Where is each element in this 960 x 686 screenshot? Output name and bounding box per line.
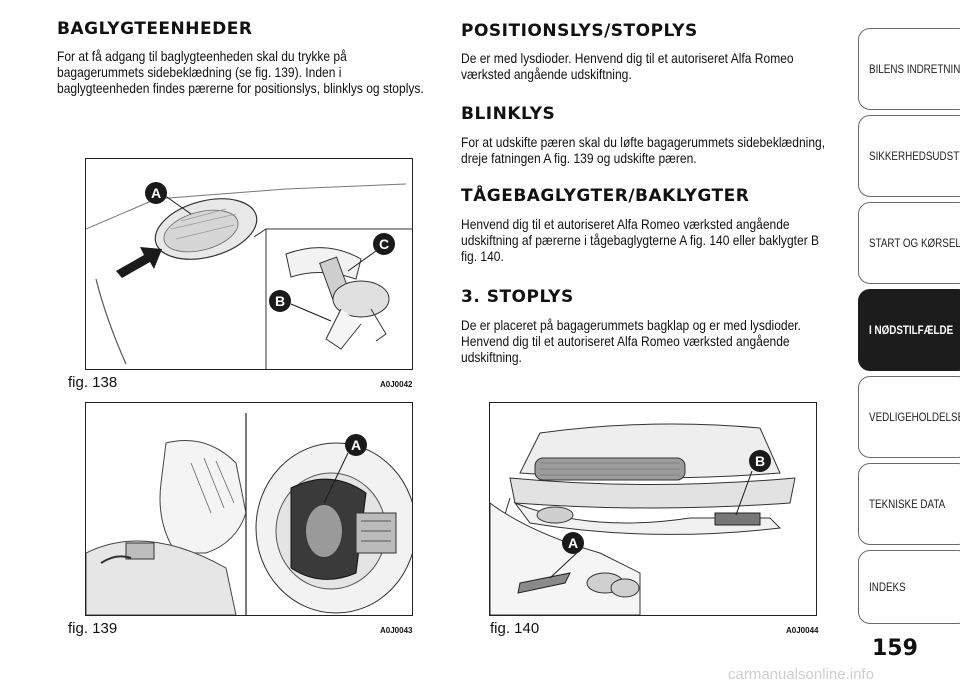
tab-i-noedstilfaelde[interactable]: I NØDSTILFÆLDE	[858, 289, 960, 371]
tab-label: BILENS INDRETNING	[869, 62, 960, 76]
paragraph-line: dreje fatningen A fig. 139 og udskifte p…	[461, 150, 697, 166]
heading-baglygteenheder: BAGLYGTEENHEDER	[57, 19, 253, 39]
paragraph-line: De er placeret på bagagerummets bagklap …	[461, 317, 801, 333]
heading-positionslys-stoplys: POSITIONSLYS/STOPLYS	[461, 21, 698, 41]
heading-taagebaglygter-baklygter: TÅGEBAGLYGTER/BAKLYGTER	[461, 186, 750, 206]
figure-140-code: A0J0044	[786, 626, 819, 635]
paragraph-line: De er med lysdioder. Henvend dig til et …	[461, 50, 794, 66]
figure-140-drawing: B A	[490, 423, 796, 615]
paragraph-line: udskiftning af pærerne i tågebaglygterne…	[461, 232, 820, 248]
tab-tekniske-data[interactable]: TEKNISKE DATA	[858, 463, 960, 545]
figure-140-caption: fig. 140	[490, 620, 540, 637]
svg-text:A: A	[151, 185, 161, 201]
paragraph-line: værksted angående udskiftning.	[461, 66, 632, 82]
figure-140-illustration: B A	[489, 402, 817, 616]
paragraph-line: fig. 140.	[461, 248, 504, 264]
tab-indeks[interactable]: INDEKS	[858, 550, 960, 624]
tab-label: TEKNISKE DATA	[869, 497, 946, 511]
tab-label: I NØDSTILFÆLDE	[869, 323, 954, 337]
paragraph-line: Henvend dig til et autoriseret Alfa Rome…	[461, 216, 790, 232]
tab-label: SIKKERHEDSUDSTYR	[869, 149, 960, 163]
paragraph-line: Henvend dig til et autoriseret Alfa Rome…	[461, 333, 790, 349]
tab-sikkerhedsudstyr[interactable]: SIKKERHEDSUDSTYR	[858, 115, 960, 197]
tab-bilens-indretning[interactable]: BILENS INDRETNING	[858, 28, 960, 110]
paragraph-line: bagagerummets sidebeklædning (se fig. 13…	[57, 64, 342, 80]
callout-b: B	[749, 450, 771, 472]
paragraph-line: For at få adgang til baglygteenheden ska…	[57, 48, 347, 64]
tab-vedligeholdelse[interactable]: VEDLIGEHOLDELSE	[858, 376, 960, 458]
svg-text:B: B	[275, 293, 285, 309]
heading-stoplys: 3. STOPLYS	[461, 287, 574, 307]
tab-label: INDEKS	[869, 580, 906, 594]
tab-label: START OG KØRSEL	[869, 236, 960, 250]
svg-text:C: C	[379, 236, 389, 252]
callout-b: B	[269, 290, 291, 312]
callout-a: A	[145, 182, 167, 204]
svg-text:B: B	[755, 453, 765, 469]
figure-138-drawing: A C B	[86, 182, 412, 369]
paragraph-line: udskiftning.	[461, 349, 522, 365]
heading-blinklys: BLINKLYS	[461, 104, 556, 124]
svg-text:A: A	[351, 437, 361, 453]
rear-bumper-drawing	[509, 423, 796, 535]
hand-drawing	[159, 440, 247, 554]
figure-139-illustration: A	[85, 402, 413, 616]
figure-138-code: A0J0042	[380, 380, 413, 389]
figure-139-drawing: A	[86, 413, 412, 615]
figure-139-code: A0J0043	[380, 626, 413, 635]
paragraph-line: baglygteenheden findes pærerne for posit…	[57, 80, 424, 96]
svg-text:A: A	[568, 535, 578, 551]
figure-139-caption: fig. 139	[68, 620, 118, 637]
callout-a: A	[562, 532, 584, 554]
page-number: 159	[872, 636, 918, 661]
watermark: carmanualsonline.info	[728, 666, 874, 683]
tab-start-og-koersel[interactable]: START OG KØRSEL	[858, 202, 960, 284]
bulb-socket-drawing	[255, 442, 412, 614]
paragraph-line: For at udskifte pæren skal du løfte baga…	[461, 134, 826, 150]
figure-138-illustration: A C B	[85, 158, 413, 370]
callout-c: C	[373, 233, 395, 255]
tail-lamp-lens	[154, 198, 258, 260]
bulb-holder-drawing	[285, 247, 390, 350]
figure-138-caption: fig. 138	[68, 374, 118, 391]
push-arrow-icon	[116, 247, 162, 278]
callout-a: A	[345, 434, 367, 456]
tab-label: VEDLIGEHOLDELSE	[869, 410, 960, 424]
